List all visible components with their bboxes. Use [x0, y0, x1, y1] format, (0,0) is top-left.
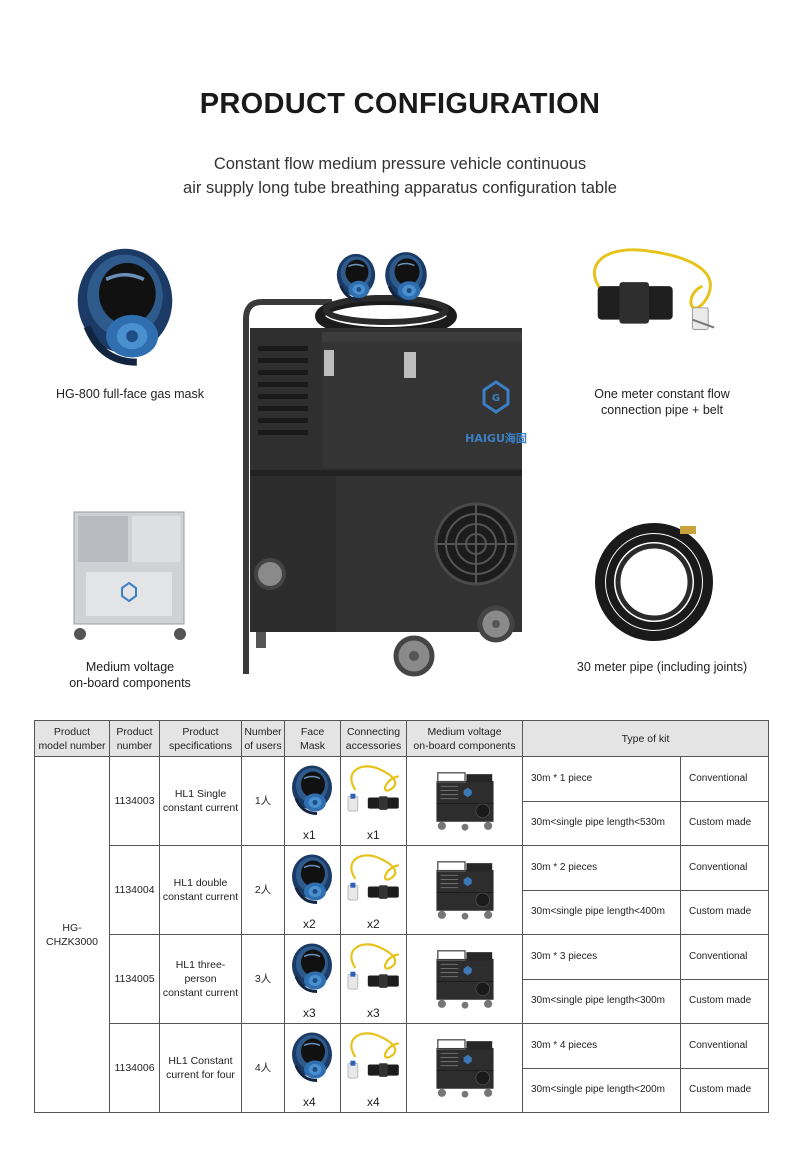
onboard-thumbnail [431, 943, 499, 1013]
mask-thumbnail [287, 850, 337, 910]
users-cell: 2人 [241, 845, 285, 935]
product-number-cell: 1134004 [109, 845, 160, 935]
onboard-cell [406, 1023, 523, 1113]
device-brand-logo: HAIGU海固 [465, 431, 527, 445]
users-cell: 1人 [241, 756, 285, 846]
users-cell: 4人 [241, 1023, 285, 1113]
kit-spec-cell: 30m * 2 pieces [522, 845, 681, 891]
caption-long-pipe: 30 meter pipe (including joints) [576, 660, 748, 674]
kit-type-cell: Custom made [679, 978, 770, 1024]
kit-spec-cell: 30m<single pipe length<200m [522, 1067, 681, 1113]
onboard-cell [406, 934, 523, 1024]
mask-cell: x4 [284, 1023, 341, 1113]
header-kit: Type of kit [521, 720, 770, 757]
kit-spec-cell: 30m * 1 piece [522, 756, 681, 802]
kit-type-cell: Custom made [679, 1067, 770, 1113]
kit-type-cell: Conventional [679, 1023, 770, 1069]
onboard-thumbnail [431, 1032, 499, 1102]
mask-thumbnail [287, 761, 337, 821]
model-number-cell: HG-CHZK3000 [34, 756, 110, 1113]
mask-quantity: x4 [303, 1095, 316, 1109]
kit-type-cell: Conventional [679, 934, 770, 980]
mask-cell: x3 [284, 934, 341, 1024]
mask-thumbnail [287, 939, 337, 999]
svg-text:G: G [492, 393, 500, 404]
accessories-quantity: x2 [367, 917, 380, 931]
product-number-cell: 1134005 [109, 934, 160, 1024]
accessories-cell: x4 [340, 1023, 407, 1113]
subtitle-line-1: Constant flow medium pressure vehicle co… [213, 155, 587, 173]
kit-spec-cell: 30m * 4 pieces [522, 1023, 681, 1069]
table-row: 30m<single pipe length<200m Custom made [35, 1067, 770, 1113]
kit-type-cell: Conventional [679, 756, 770, 802]
onboard-components-image [73, 511, 186, 640]
caption-onboard: Medium voltage on-board components [30, 659, 230, 691]
page-title: PRODUCT CONFIGURATION [199, 88, 601, 120]
mask-quantity: x3 [303, 1006, 316, 1020]
onboard-cell [406, 845, 523, 935]
table-row: 30m<single pipe length<530m Custom made [35, 800, 770, 846]
kit-spec-cell: 30m<single pipe length<300m [522, 978, 681, 1024]
mask-cell: x1 [284, 756, 341, 846]
connection-pipe-belt-image [593, 248, 715, 331]
accessories-quantity: x1 [367, 828, 380, 842]
onboard-thumbnail [431, 765, 499, 835]
mask-thumbnail [287, 1028, 337, 1088]
table-row: 30m<single pipe length<400m Custom made [35, 889, 770, 935]
long-pipe-image [595, 523, 713, 641]
accessories-quantity: x4 [367, 1095, 380, 1109]
caption-gas-mask: HG-800 full-face gas mask [56, 387, 204, 401]
caption-pipe-belt-line-2: connection pipe + belt [601, 403, 723, 417]
accessories-thumbnail [343, 1026, 405, 1088]
caption-onboard-line-1: Medium voltage [85, 660, 175, 674]
table-row: 30m<single pipe length<300m Custom made [35, 978, 770, 1024]
subtitle-line-2: air supply long tube breathing apparatus… [183, 179, 617, 197]
accessories-thumbnail [343, 759, 405, 821]
mask-quantity: x2 [303, 917, 316, 931]
accessories-thumbnail [343, 937, 405, 999]
accessories-quantity: x3 [367, 1006, 380, 1020]
mask-quantity: x1 [303, 828, 316, 842]
onboard-cell [406, 756, 523, 846]
kit-spec-cell: 30m<single pipe length<530m [522, 800, 681, 846]
kit-spec-cell: 30m * 3 pieces [522, 934, 681, 980]
mask-cell: x2 [284, 845, 341, 935]
page-subtitle: Constant flow medium pressure vehicle co… [0, 152, 800, 200]
caption-onboard-line-2: on-board components [69, 676, 191, 690]
caption-pipe-belt: One meter constant flow connection pipe … [552, 386, 772, 418]
accessories-cell: x2 [340, 845, 407, 935]
kit-type-cell: Conventional [679, 845, 770, 891]
accessories-thumbnail [343, 848, 405, 910]
kit-type-cell: Custom made [679, 889, 770, 935]
onboard-thumbnail [431, 854, 499, 924]
users-cell: 3人 [241, 934, 285, 1024]
gas-mask-image [60, 244, 190, 374]
product-number-cell: 1134006 [109, 1023, 160, 1113]
main-device-image: G HAIGU海固 [243, 250, 527, 677]
product-number-cell: 1134003 [109, 756, 160, 846]
accessories-cell: x3 [340, 934, 407, 1024]
kit-spec-cell: 30m<single pipe length<400m [522, 889, 681, 935]
kit-type-cell: Custom made [679, 800, 770, 846]
caption-pipe-belt-line-1: One meter constant flow [594, 387, 730, 401]
accessories-cell: x1 [340, 756, 407, 846]
